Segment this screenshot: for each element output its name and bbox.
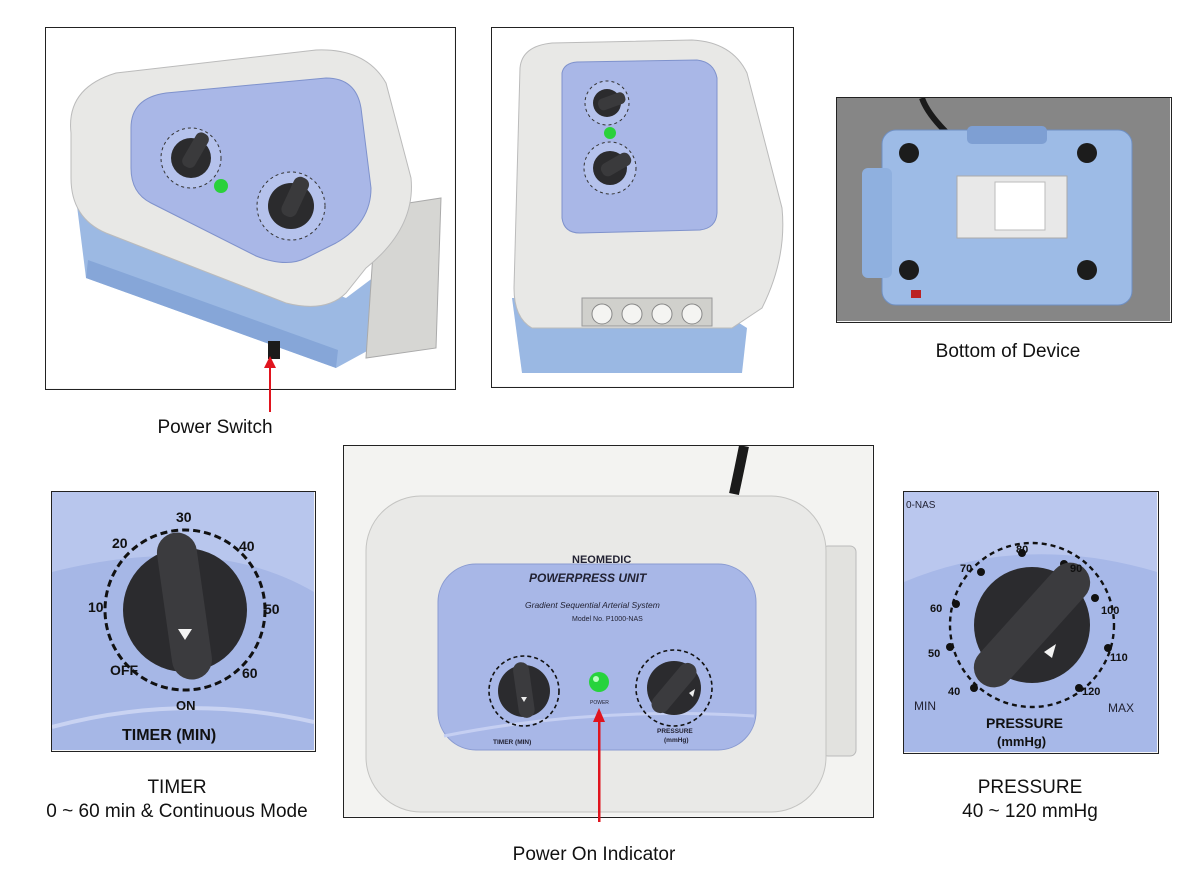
caption-timer: TIMER 0 ~ 60 min & Continuous Mode — [22, 776, 332, 824]
timer-tick-40: 40 — [239, 538, 255, 554]
pressure-tick-40: 40 — [948, 686, 960, 698]
timer-tick-50: 50 — [264, 601, 280, 617]
timer-tick-30: 30 — [176, 509, 192, 525]
arrow-power-indicator — [593, 708, 605, 822]
pressure-tick-70: 70 — [960, 563, 972, 575]
caption-timer-desc: 0 ~ 60 min & Continuous Mode — [46, 801, 308, 822]
caption-pressure-title: PRESSURE — [977, 777, 1083, 798]
system-name: Gradient Sequential Arterial System — [525, 600, 660, 610]
pressure-tick-100: 100 — [1101, 605, 1119, 617]
caption-bottom: Bottom of Device — [935, 341, 1081, 362]
pressure-tick-120: 120 — [1082, 686, 1100, 698]
pressure-max-label: MAX — [1108, 701, 1134, 715]
pressure-tick-50: 50 — [928, 648, 940, 660]
photo-device-bottom — [836, 97, 1172, 323]
pressure-tick-80: 80 — [1016, 544, 1028, 556]
power-label: POWER — [590, 700, 609, 706]
photo-pressure-dial: 0-NAS 40 50 60 70 80 90 100 110 120 MIN … — [903, 491, 1159, 754]
timer-tick-20: 20 — [112, 535, 128, 551]
photo-timer-dial: OFF 10 20 30 40 50 60 ON TIMER (MIN) — [51, 491, 316, 752]
panel-pressure-label: PRESSURE — [657, 728, 693, 735]
pressure-dial-label: PRESSURE — [986, 715, 1063, 731]
brand-logo: NEOMEDIC — [572, 554, 631, 566]
caption-power-switch: Power Switch — [157, 417, 273, 438]
pressure-min-label: MIN — [914, 699, 936, 713]
pressure-tick-60: 60 — [930, 603, 942, 615]
caption-timer-title: TIMER — [147, 777, 207, 798]
timer-dial-label: TIMER (MIN) — [122, 727, 216, 744]
timer-tick-off: OFF — [110, 662, 138, 678]
model-number: Model No. P1000-NAS — [572, 616, 643, 623]
pressure-dial-unit: (mmHg) — [997, 734, 1046, 749]
caption-pressure-desc: 40 ~ 120 mmHg — [962, 801, 1098, 822]
timer-tick-60: 60 — [242, 665, 258, 681]
pressure-tick-110: 110 — [1110, 652, 1128, 664]
pressure-tick-90: 90 — [1070, 563, 1082, 575]
arrow-power-switch — [264, 356, 276, 412]
photo-device-angled — [45, 27, 456, 390]
panel-timer-label: TIMER (MIN) — [493, 739, 531, 746]
panel-pressure-unit: (mmHg) — [664, 737, 689, 744]
caption-pressure: PRESSURE 40 ~ 120 mmHg — [940, 776, 1120, 824]
timer-on-label: ON — [176, 698, 196, 713]
pressure-corner-text: 0-NAS — [906, 500, 936, 511]
caption-power-indicator: Power On Indicator — [512, 844, 676, 865]
photo-front-panel: NEOMEDIC POWERPRESS UNIT Gradient Sequen… — [343, 445, 874, 818]
timer-tick-10: 10 — [88, 599, 104, 615]
unit-name: POWERPRESS UNIT — [529, 571, 648, 585]
photo-device-front — [491, 27, 794, 388]
